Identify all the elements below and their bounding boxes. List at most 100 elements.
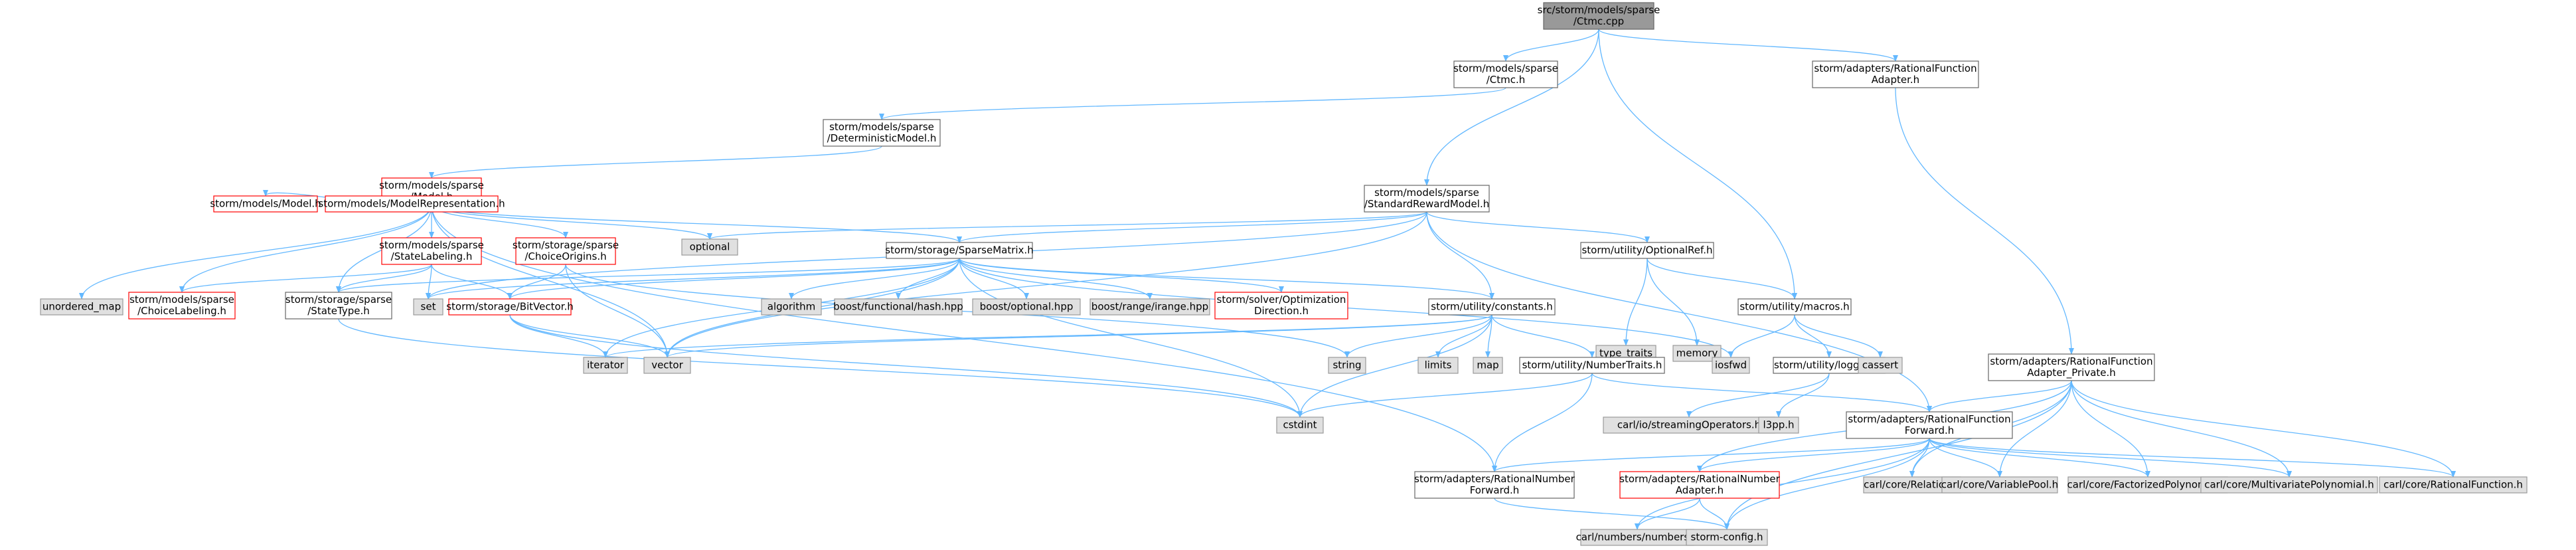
node-label-limits: limits (1425, 359, 1452, 371)
edge-constants-to-map (1485, 314, 1492, 358)
edge-choice_origins-to-vector (565, 264, 670, 358)
node-label-constants: storm/utility/constants.h (1431, 301, 1552, 313)
node-box-carl_multipoly (2200, 476, 2378, 494)
node-label-opt_direction: storm/solver/Optimization (1217, 294, 1346, 306)
node-bitvector[interactable]: storm/storage/BitVector.h (446, 298, 574, 316)
edge-optional_ref-to-memory (1647, 258, 1700, 346)
node-label-boost_optional: boost/optional.hpp (980, 301, 1074, 313)
node-number_traits[interactable]: storm/utility/NumberTraits.h (1519, 357, 1665, 374)
node-sparse_matrix[interactable]: storm/storage/SparseMatrix.h (885, 242, 1034, 259)
node-label-vector: vector (651, 359, 683, 371)
node-box-cstdint (1276, 416, 1324, 434)
node-state_labeling[interactable]: storm/models/sparse/StateLabeling.h (379, 237, 484, 265)
node-label-storm_config: storm-config.h (1691, 531, 1763, 543)
node-label-set: set (421, 301, 436, 313)
edge-sparse_matrix-to-state_type (336, 258, 960, 293)
node-label-ratfun_adapter_priv: Adapter_Private.h (2027, 367, 2116, 379)
node-ratfun_adapter_priv[interactable]: storm/adapters/RationalFunctionAdapter_P… (1988, 353, 2155, 381)
node-label-bitvector: storm/storage/BitVector.h (446, 301, 574, 313)
node-model_repr[interactable]: storm/models/ModelRepresentation.h (318, 195, 505, 213)
nodes-layer: src/storm/models/sparse/Ctmc.cpp storm/mo… (40, 2, 2528, 546)
node-choice_origins[interactable]: storm/storage/sparse/ChoiceOrigins.h (513, 237, 619, 265)
node-std_reward[interactable]: storm/models/sparse/StandardRewardModel.… (1364, 185, 1490, 213)
node-choice_labeling[interactable]: storm/models/sparse/ChoiceLabeling.h (128, 292, 236, 320)
node-label-ctmc_cpp: src/storm/models/sparse (1538, 4, 1660, 16)
edge-ratfun_forward-to-carl_ratfun (1929, 438, 2456, 478)
node-label-ratfun_adapter: storm/adapters/RationalFunction (1814, 62, 1976, 74)
node-l3pp: l3pp.h (1758, 416, 1799, 434)
node-label-type_traits: type_traits (1599, 347, 1652, 360)
node-box-sparse_matrix (886, 242, 1033, 259)
node-box-optional (681, 238, 738, 256)
node-iterator: iterator (583, 357, 628, 374)
edge-number_traits-to-cstdint (1297, 373, 1593, 418)
node-label-carl_multipoly: carl/core/MultivariatePolynomial.h (2204, 479, 2374, 491)
node-label-macros: storm/utility/macros.h (1739, 301, 1849, 313)
edge-state_labeling-to-set (426, 264, 432, 300)
node-carl_streaming: carl/io/streamingOperators.h (1603, 416, 1775, 434)
node-ctmc_cpp[interactable]: src/storm/models/sparse/Ctmc.cpp (1538, 2, 1660, 30)
node-box-state_type (285, 292, 392, 320)
node-models_model[interactable]: storm/models/Model.h (210, 195, 321, 213)
node-label-ratfun_forward: Forward.h (1905, 424, 1955, 436)
edge-ratfun_forward-to-carl_factpoly (1929, 438, 2150, 478)
node-box-state_labeling (381, 237, 482, 265)
node-label-choice_origins: storm/storage/sparse (513, 239, 619, 251)
edge-ratnum_adapter-to-storm_config (1699, 498, 1730, 530)
node-cassert: cassert (1858, 357, 1903, 374)
edge-ratnum_adapter-to-carl_numbers (1635, 498, 1700, 530)
node-box-bitvector (448, 298, 572, 316)
node-map: map (1473, 357, 1503, 374)
edge-sparse_matrix-to-constants (959, 258, 1494, 300)
node-cstdint: cstdint (1276, 416, 1324, 434)
node-box-optional_ref (1580, 242, 1714, 259)
node-state_type[interactable]: storm/storage/sparse/StateType.h (285, 292, 392, 320)
node-det_model[interactable]: storm/models/sparse/DeterministicModel.h (823, 119, 941, 147)
node-box-models_model (213, 195, 318, 213)
edge-ratfun_forward-to-carl_relation (1909, 438, 1930, 478)
node-string: string (1328, 357, 1366, 374)
edge-std_reward-to-optional (707, 211, 1427, 240)
node-box-unordered_map (40, 298, 123, 316)
node-carl_numbers: carl/numbers/numbers.h (1576, 529, 1698, 546)
node-box-carl_streaming (1603, 416, 1775, 434)
node-label-boost_irange: boost/range/irange.hpp (1091, 301, 1208, 313)
node-label-std_reward: /StandardRewardModel.h (1364, 198, 1489, 210)
edge-ratfun_forward-to-storm_config (1724, 438, 1930, 530)
node-boost_irange: boost/range/irange.hpp (1089, 298, 1210, 316)
node-carl_multipoly: carl/core/MultivariatePolynomial.h (2200, 476, 2378, 494)
node-label-std_reward: storm/models/sparse (1374, 187, 1479, 199)
edge-det_model-to-model_h (429, 145, 882, 179)
node-box-constants (1428, 298, 1556, 316)
node-label-ratnum_adapter: Adapter.h (1676, 484, 1724, 496)
node-label-opt_direction: Direction.h (1254, 305, 1309, 317)
edge-logging-to-carl_streaming (1686, 373, 1830, 418)
node-macros[interactable]: storm/utility/macros.h (1737, 298, 1852, 316)
node-optional_ref[interactable]: storm/utility/OptionalRef.h (1580, 242, 1714, 259)
node-box-carl_ratfun (2379, 476, 2528, 494)
edge-ratfun_adapter_priv-to-carl_ratfun (2071, 380, 2456, 478)
edge-ctmc_cpp-to-ctmc_h (1503, 29, 1599, 62)
node-box-l3pp (1758, 416, 1799, 434)
node-label-ratnum_forward: storm/adapters/RationalNumber (1414, 473, 1575, 485)
node-box-number_traits (1519, 357, 1665, 374)
node-box-boost_optional (972, 298, 1081, 316)
node-label-models_model: storm/models/Model.h (210, 198, 321, 210)
node-box-iterator (583, 357, 628, 374)
edge-ratfun_adapter_priv-to-carl_varpool (1997, 380, 2072, 478)
edge-state_labeling-to-state_type (336, 264, 432, 293)
node-constants[interactable]: storm/utility/constants.h (1428, 298, 1556, 316)
edge-sparse_matrix-to-cstdint (959, 258, 1303, 418)
edge-ctmc_cpp-to-macros (1598, 29, 1797, 300)
node-ctmc_h[interactable]: storm/models/sparse/Ctmc.h (1453, 60, 1558, 88)
edge-bitvector-to-cstdint (509, 314, 1303, 418)
node-box-boost_irange (1089, 298, 1210, 316)
node-box-algorithm (761, 298, 822, 316)
node-label-ratfun_adapter_priv: storm/adapters/RationalFunction (1990, 355, 2152, 367)
node-label-number_traits: storm/utility/NumberTraits.h (1522, 359, 1662, 371)
